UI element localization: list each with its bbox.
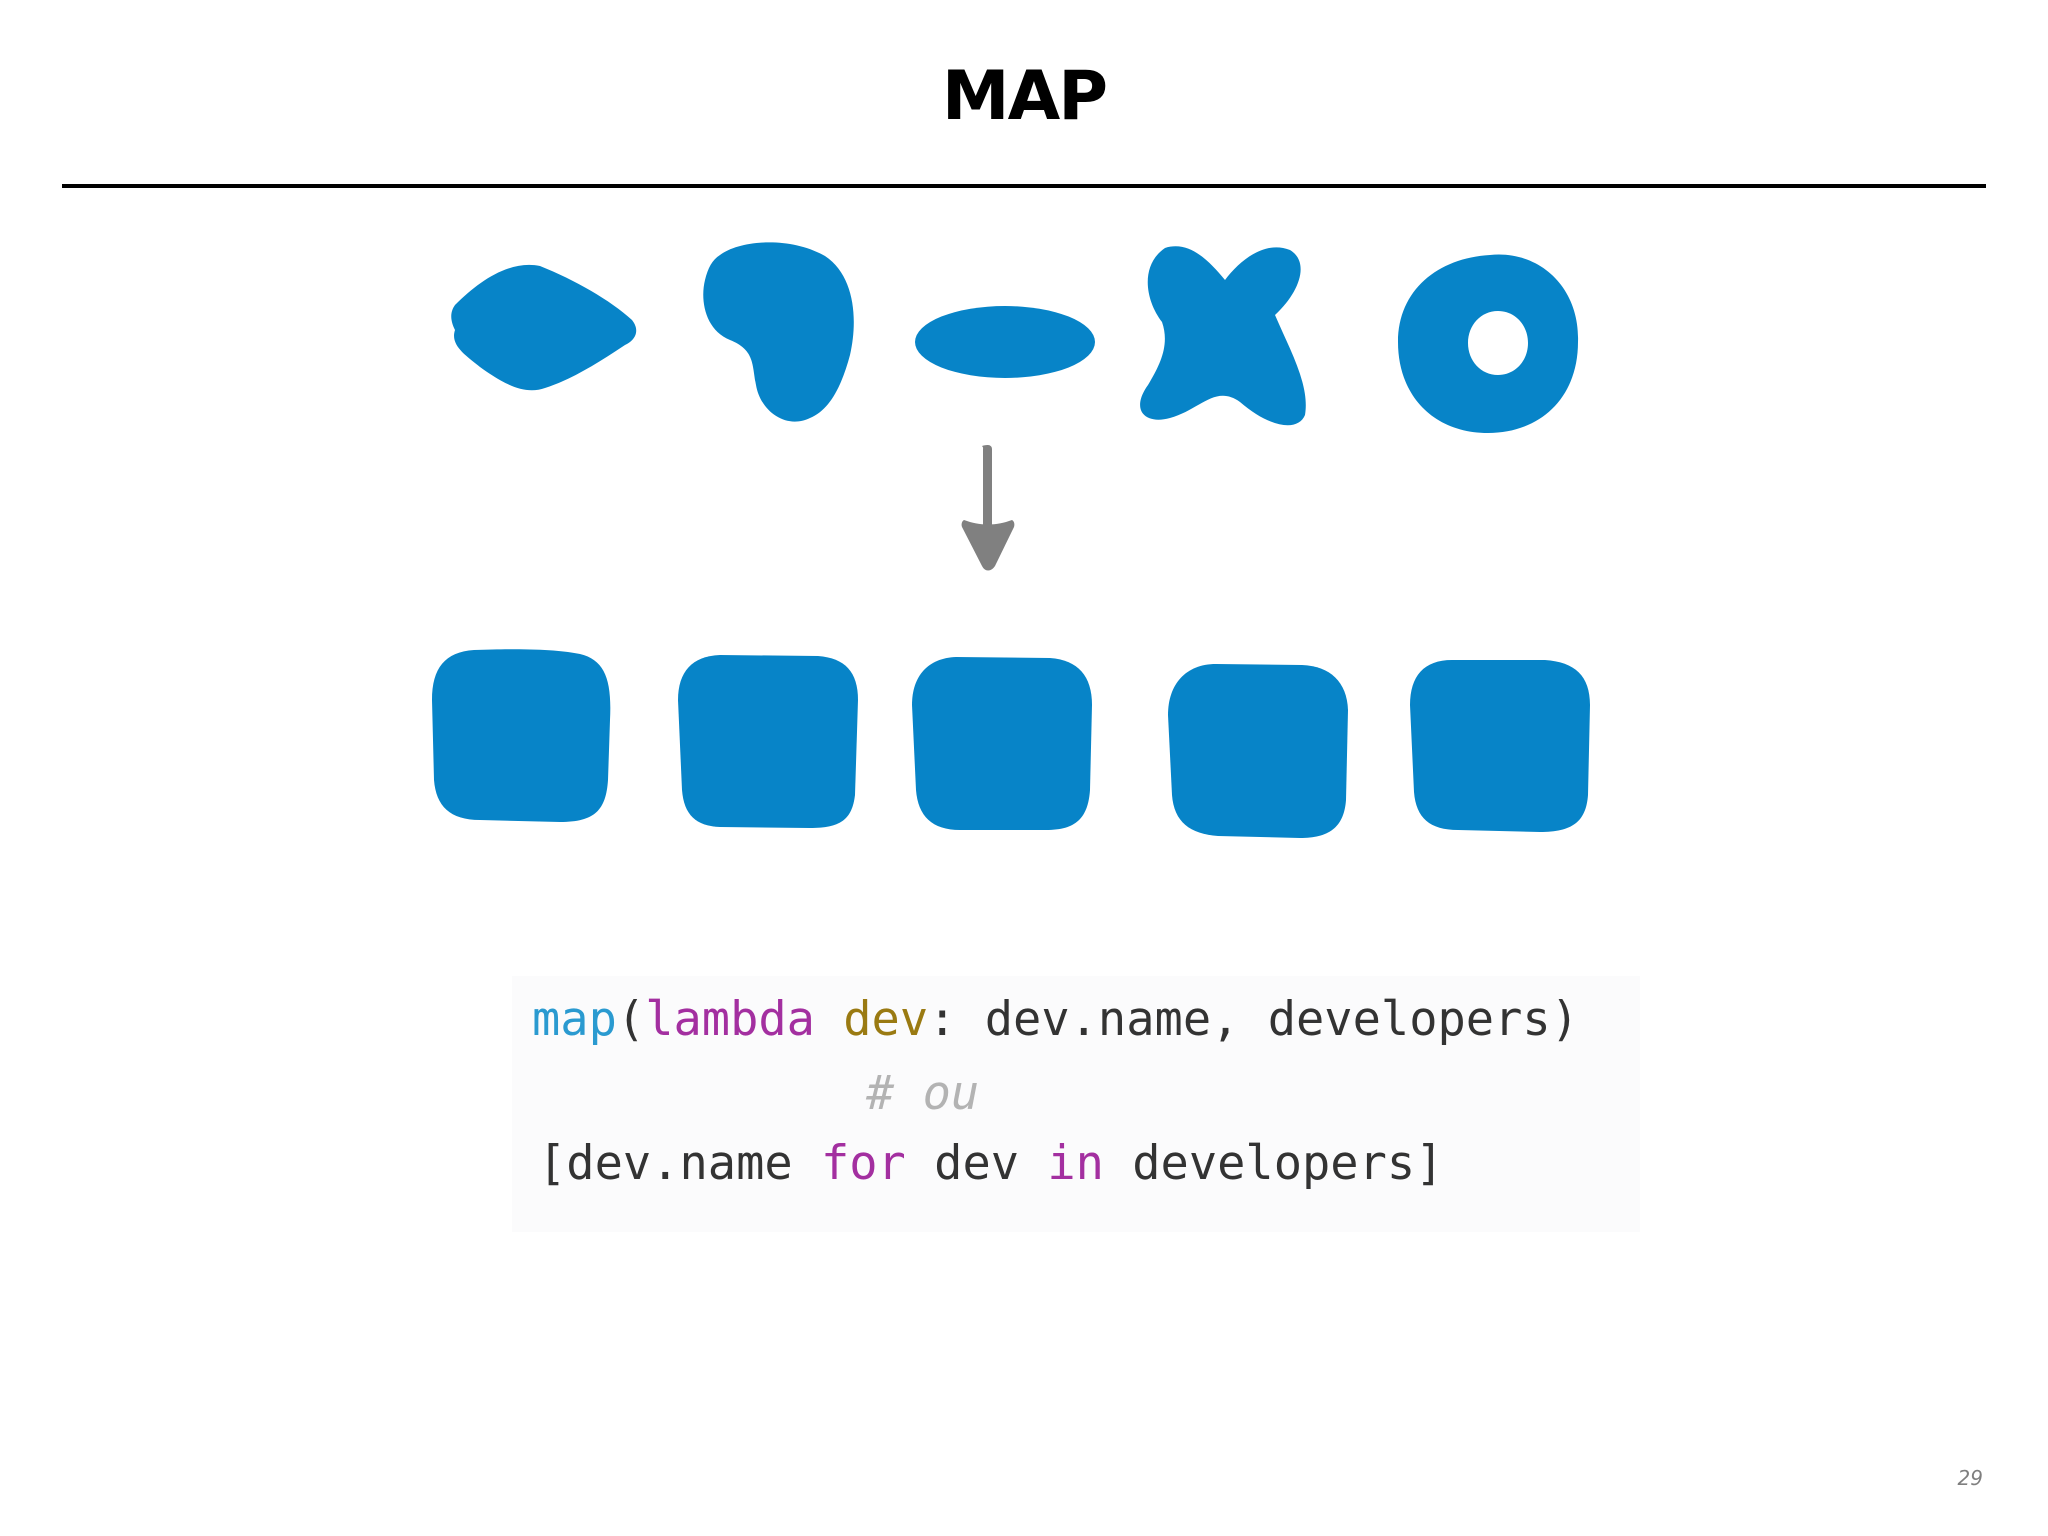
code-token: [dev.name [538,1136,821,1191]
input-ellipse-shape [915,306,1095,378]
map-diagram [432,242,1590,838]
code-token: map [532,992,617,1047]
input-blob-shape [703,242,854,422]
slide-title: MAP [941,57,1108,136]
code-token: ( [616,992,646,1047]
input-diamond-shape [451,264,637,391]
code-line-map-lambda: map(lambda dev: dev.name, developers) [532,990,1579,1050]
title-divider [62,184,1986,188]
code-token: : dev.name, developers) [928,992,1579,1047]
down-arrow-icon [961,445,1015,571]
input-cross-shape [1140,246,1306,426]
code-token: developers] [1103,1136,1444,1191]
output-square-3 [912,657,1092,830]
code-token: dev [843,992,929,1047]
code-token: in [1047,1136,1104,1191]
output-square-4 [1168,664,1348,838]
code-comment: # ou [866,1066,980,1121]
output-square-5 [1410,660,1590,832]
input-ring-shape [1398,254,1579,433]
code-token: for [820,1136,906,1191]
output-square-1 [432,649,611,822]
code-token [815,992,843,1047]
page-number: 29 [1957,1466,1983,1490]
output-square-2 [678,655,858,828]
code-line-list-comprehension: [dev.name for dev in developers] [538,1134,1444,1194]
code-line-comment: # ou [866,1064,979,1124]
code-token: dev [905,1136,1048,1191]
code-token: lambda [645,992,815,1047]
code-block [512,976,1640,1232]
